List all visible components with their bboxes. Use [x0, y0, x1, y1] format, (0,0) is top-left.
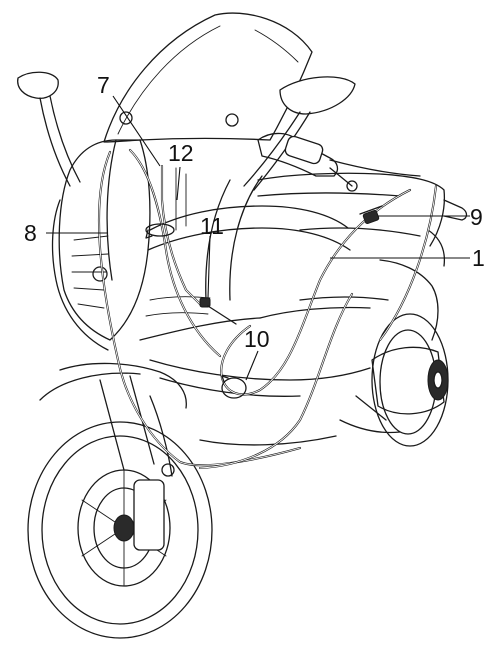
rear-wheel	[339, 313, 449, 447]
clamp-9	[359, 205, 383, 225]
leader-lines	[46, 95, 470, 381]
callout-7: 7	[97, 72, 110, 98]
callout-8: 8	[24, 220, 37, 246]
left-mirror	[17, 71, 81, 187]
right-mirror	[243, 76, 356, 191]
callout-9: 9	[470, 204, 483, 230]
handlebar	[257, 132, 421, 192]
band-12	[145, 223, 175, 239]
callout-12: 12	[168, 140, 194, 166]
callout-10: 10	[244, 326, 270, 352]
floorboard	[149, 359, 371, 446]
cable-throttle	[378, 184, 438, 342]
band-10	[221, 375, 247, 399]
cable-1	[220, 188, 412, 396]
windscreen	[103, 12, 313, 143]
cable-rear-brake	[198, 292, 354, 470]
leg-shield	[139, 175, 351, 341]
callout-1: 1	[472, 245, 485, 271]
seat-and-rear-body	[257, 172, 468, 341]
cable-8	[97, 150, 302, 467]
callout-11: 11	[200, 213, 224, 239]
cable-7	[128, 148, 222, 358]
cable-12	[160, 164, 202, 306]
clamp-11	[199, 297, 237, 325]
front-wheel	[27, 362, 213, 639]
front-fairing	[51, 139, 151, 351]
